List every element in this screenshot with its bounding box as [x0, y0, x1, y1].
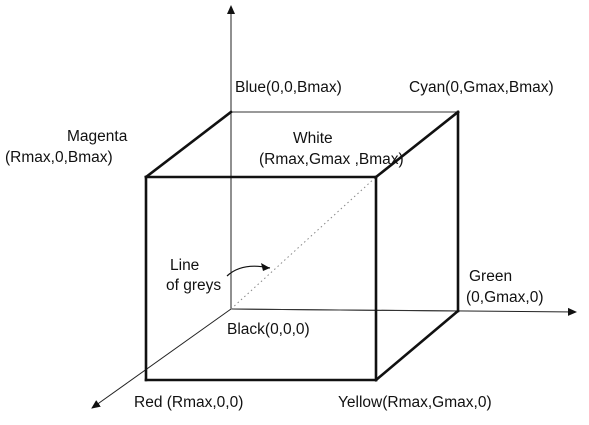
axes: [91, 5, 577, 409]
label-black: Black(0,0,0): [227, 321, 310, 338]
label-magenta-name: Magenta: [67, 128, 128, 145]
label-red: Red (Rmax,0,0): [134, 394, 243, 411]
red-axis: [91, 308, 232, 409]
label-yellow: Yellow(Rmax,Gmax,0): [338, 394, 492, 411]
edge-yellow-green: [374, 309, 460, 382]
cube-back-edges: [230, 111, 459, 312]
label-magenta-coords: (Rmax,0,Bmax): [5, 149, 113, 166]
label-white-name: White: [293, 130, 333, 147]
edge-white-cyan: [374, 110, 460, 179]
vertex-labels: Blue(0,0,Bmax) Cyan(0,Gmax,Bmax) Magenta…: [5, 79, 554, 411]
edge-magenta-blue: [144, 110, 233, 179]
label-white-coords: (Rmax,Gmax ,Bmax): [259, 151, 404, 168]
label-green-name: Green: [469, 268, 512, 285]
cube-front-edges: [144, 110, 460, 382]
label-green-coords: (0,Gmax,0): [466, 289, 544, 306]
label-line-of-greys-1: Line: [170, 257, 199, 274]
label-cyan: Cyan(0,Gmax,Bmax): [409, 79, 554, 96]
label-blue: Blue(0,0,Bmax): [235, 79, 342, 96]
grey-line-pointer-arrowhead: [261, 263, 270, 271]
label-line-of-greys-2: of greys: [166, 277, 221, 294]
edge-black-green-back: [230, 308, 459, 312]
grey-diagonal-line: [230, 176, 377, 310]
